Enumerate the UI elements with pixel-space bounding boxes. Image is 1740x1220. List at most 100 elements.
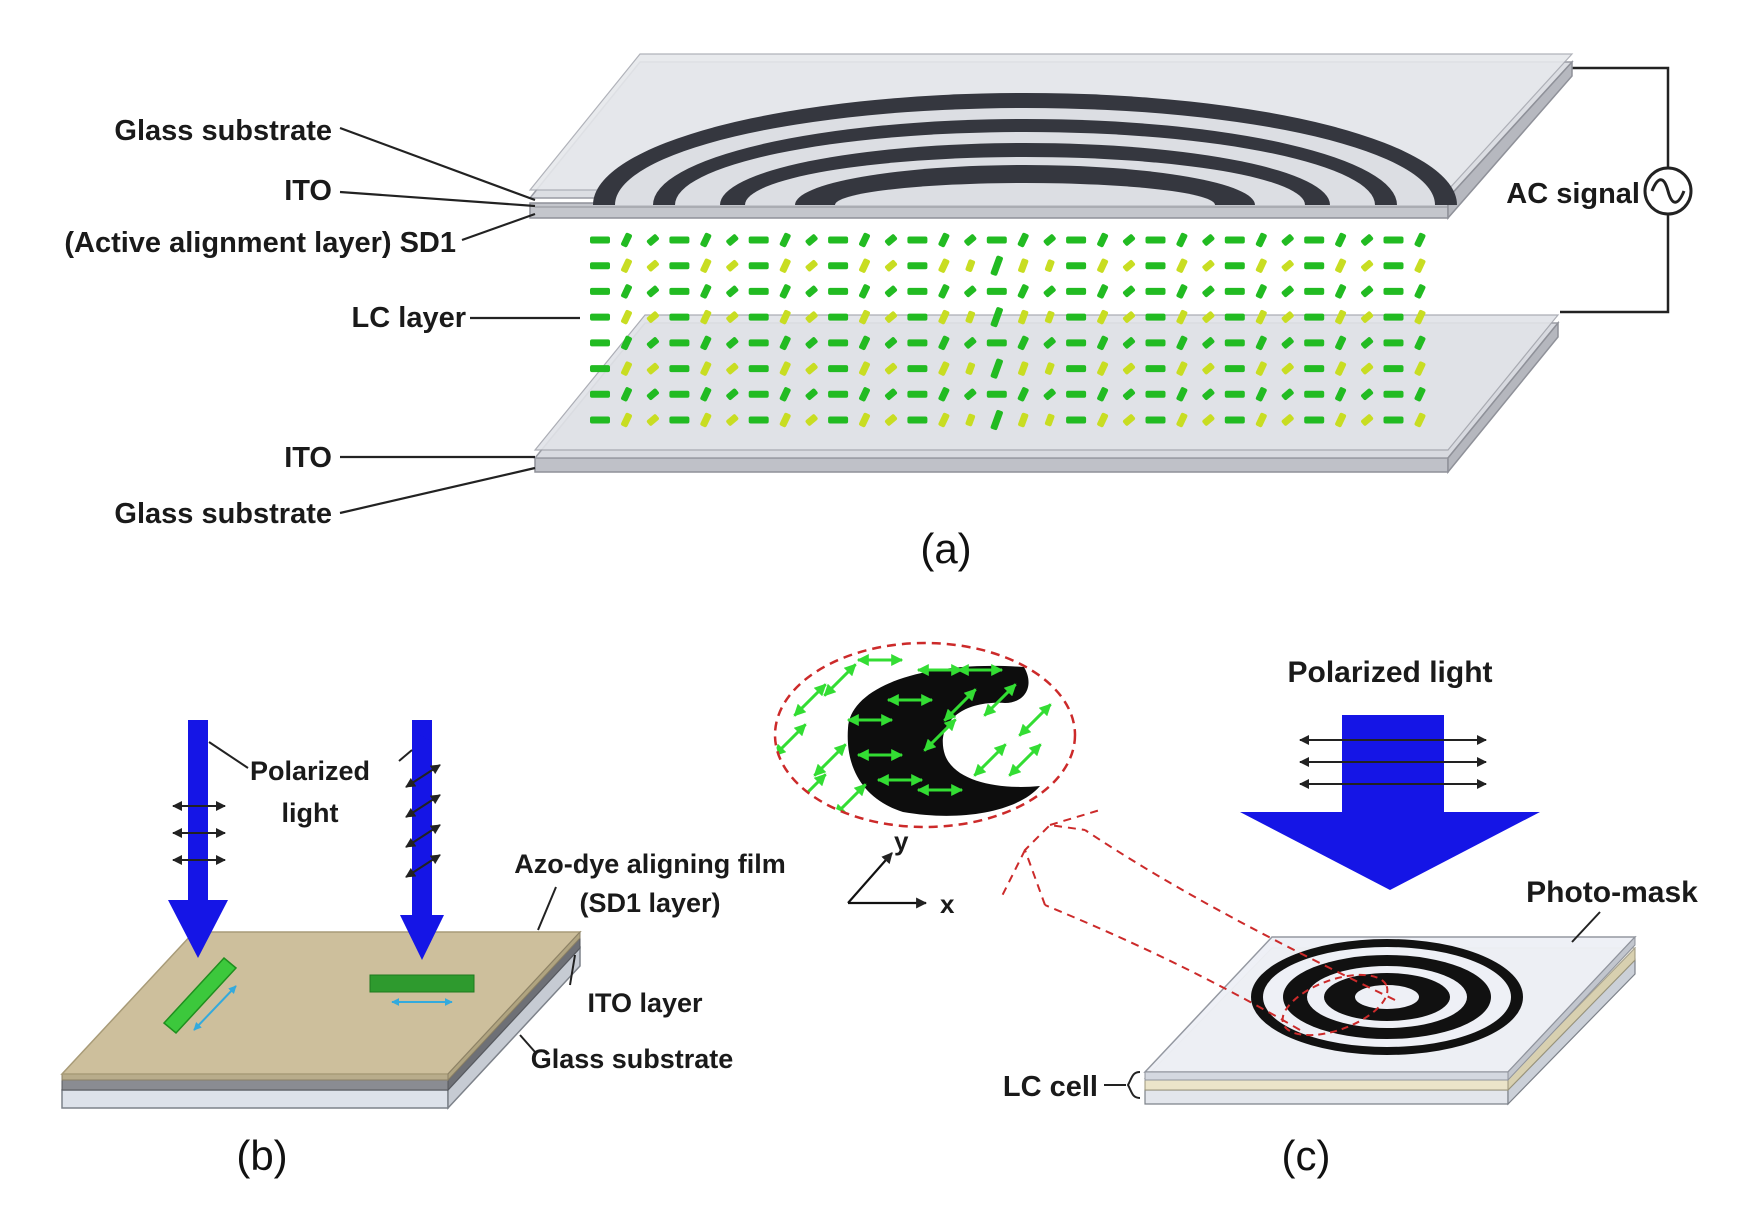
lc-molecule <box>1097 335 1109 351</box>
lc-molecule <box>907 262 928 270</box>
lc-molecule <box>1044 362 1055 375</box>
lc-molecule <box>726 259 739 272</box>
lc-molecule <box>700 284 712 299</box>
lc-molecule <box>1335 258 1347 273</box>
lc-molecule <box>700 309 712 325</box>
alignment-arrow <box>1008 743 1042 777</box>
lc-molecule <box>805 285 818 298</box>
lc-molecule <box>1017 387 1029 402</box>
polarization-arrows-right <box>405 764 441 878</box>
lc-molecule <box>726 311 739 323</box>
lc-molecule <box>907 236 928 244</box>
lc-molecule <box>1361 259 1374 272</box>
lc-molecule <box>805 259 818 272</box>
lc-molecule <box>590 287 610 295</box>
lc-molecule <box>669 313 690 321</box>
lc-molecule <box>1122 362 1136 375</box>
lc-molecule <box>1304 287 1325 295</box>
lc-molecule <box>669 236 690 244</box>
lc-molecule <box>1043 285 1056 298</box>
lc-molecule <box>938 258 950 273</box>
lc-molecule <box>1066 236 1087 244</box>
lc-molecule <box>859 412 870 428</box>
lc-molecule <box>964 285 977 298</box>
lc-molecule <box>828 416 849 424</box>
lc-molecule <box>1066 262 1087 270</box>
lc-molecule <box>1176 232 1188 248</box>
lc-molecule <box>986 390 1007 398</box>
lc-molecule <box>1304 236 1325 244</box>
lc-molecule <box>748 236 769 244</box>
lc-molecule <box>884 259 898 272</box>
lc-molecule <box>1176 309 1188 325</box>
panel-b-leader-lines <box>208 741 576 1053</box>
lc-molecule <box>1202 362 1215 375</box>
caption-b: (b) <box>236 1132 287 1179</box>
lc-molecule <box>1066 339 1087 347</box>
lc-molecule <box>1414 258 1426 273</box>
lc-molecule <box>1281 259 1294 272</box>
lc-molecule <box>1018 412 1029 428</box>
lc-molecule <box>1202 388 1215 401</box>
fresnel-lens-rings <box>593 93 1457 205</box>
lc-molecule <box>748 287 769 295</box>
lc-molecule <box>1122 337 1136 349</box>
lc-molecule <box>1145 339 1166 347</box>
lc-molecule <box>907 390 928 398</box>
alignment-arrow <box>943 688 977 722</box>
panel-c-leader-lines <box>1104 911 1601 1099</box>
lc-molecule <box>1224 236 1245 244</box>
lc-molecule <box>779 284 791 299</box>
lc-molecule <box>938 361 950 376</box>
lc-molecule <box>1304 313 1325 321</box>
lc-molecule <box>965 259 976 272</box>
lc-molecule <box>1335 232 1347 248</box>
alignment-arrow <box>833 783 867 817</box>
lc-molecule <box>859 335 870 351</box>
lc-molecule <box>828 236 849 244</box>
lc-molecule <box>1145 262 1166 270</box>
lc-molecule <box>1044 310 1055 324</box>
lc-molecule <box>859 232 870 248</box>
lc-molecule <box>669 365 690 373</box>
lc-molecule <box>726 285 739 298</box>
lc-molecule <box>1017 335 1029 351</box>
lc-molecule <box>1335 387 1347 402</box>
lc-molecule <box>669 339 690 347</box>
lc-molecule <box>1281 337 1294 349</box>
lc-molecule <box>884 414 898 426</box>
lc-molecule <box>1044 413 1055 427</box>
lc-molecule <box>621 232 632 248</box>
panel-b-substrate-stack <box>60 930 582 1110</box>
lc-molecule <box>938 284 950 299</box>
panel-b: Polarized light Azo-dye aligning film (S… <box>60 720 786 1179</box>
lc-molecule <box>1122 414 1136 426</box>
lc-molecule <box>700 258 712 273</box>
zoom-region-marker <box>1281 973 1389 1037</box>
lc-molecule <box>965 310 976 324</box>
lc-molecule <box>828 287 849 295</box>
lc-molecule <box>805 311 818 323</box>
lc-molecule <box>1066 365 1087 373</box>
lc-molecule <box>1176 335 1188 351</box>
lc-molecule <box>1097 387 1109 402</box>
lc-molecule <box>646 388 659 401</box>
lc-molecule <box>1224 416 1245 424</box>
lc-molecule <box>1414 387 1426 402</box>
ac-circuit-wire <box>1560 66 1670 314</box>
lc-molecule <box>1043 337 1056 349</box>
lc-molecule <box>859 258 870 273</box>
alignment-arrow <box>983 683 1017 717</box>
lc-molecule <box>805 388 818 401</box>
lc-molecule <box>1255 335 1267 351</box>
lc-molecule <box>1383 313 1404 321</box>
lc-molecule <box>748 390 769 398</box>
lc-molecule <box>1281 362 1294 375</box>
lc-molecule <box>965 362 976 375</box>
label-azo-dye-film-line1: Azo-dye aligning film <box>514 849 786 879</box>
lc-molecule <box>646 259 659 272</box>
lc-molecule <box>805 234 818 246</box>
lc-molecule <box>1383 365 1404 373</box>
lc-molecule <box>669 390 690 398</box>
aligned-lc-molecule-horizontal <box>369 974 475 993</box>
